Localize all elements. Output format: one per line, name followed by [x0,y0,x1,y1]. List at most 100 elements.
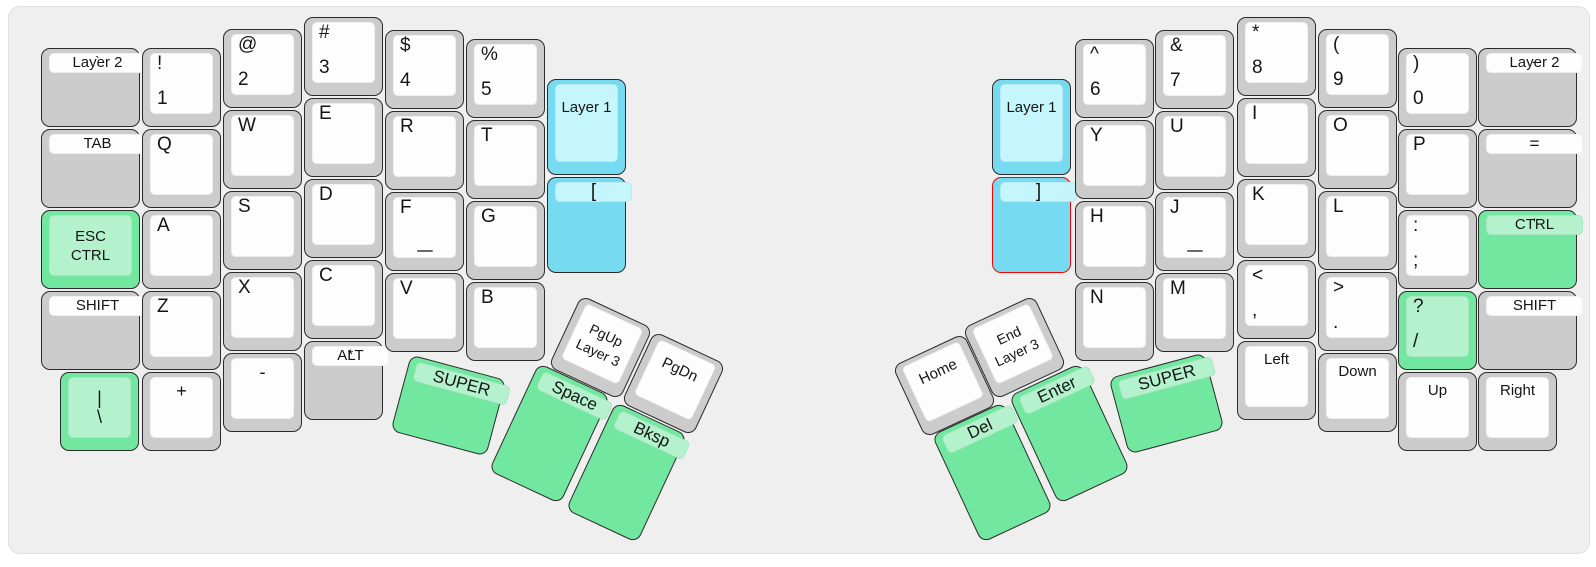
keycap-top: Up [1406,377,1469,438]
key-legend: @ [238,34,258,55]
keycap-top: W [231,115,294,176]
homing-bar [1186,249,1203,252]
key-rparen-0[interactable]: )0 [1398,48,1477,127]
key-legend: 4 [400,70,411,91]
key-super-right[interactable]: SUPER [1108,352,1225,455]
key-r[interactable]: R [385,111,464,190]
key-equals[interactable]: = [1478,129,1583,208]
key-x[interactable]: X [223,272,302,351]
key-h[interactable]: H [1075,201,1154,280]
key-n[interactable]: N [1075,282,1154,361]
keycap-top: (9 [1326,34,1389,95]
key-legend: 5 [481,79,492,100]
key-shift-right[interactable]: SHIFT [1478,291,1583,370]
key-o[interactable]: O [1318,110,1397,189]
key-hash-3[interactable]: #3 [304,17,383,96]
key-question-slash[interactable]: ?/ [1398,291,1477,370]
key-legend: 7 [1170,70,1181,91]
key-minus-left[interactable]: - [223,353,302,432]
key-legend: O [1333,115,1348,136]
key-lparen-9[interactable]: (9 [1318,29,1397,108]
key-d[interactable]: D [304,179,383,258]
key-legend: + [176,381,187,401]
key-q[interactable]: Q [142,129,221,208]
key-legend: Right [1499,382,1536,399]
key-b[interactable]: B [466,282,545,361]
keycap-top: ] [1000,182,1077,202]
key-u[interactable]: U [1155,111,1234,190]
key-layer1-left[interactable]: Layer 1 [547,79,626,175]
key-right-arrow[interactable]: Right [1478,372,1557,451]
key-super-left[interactable]: SUPER [390,354,512,457]
key-legend: TAB [83,135,112,152]
key-c[interactable]: C [304,260,383,339]
key-v[interactable]: V [385,273,464,352]
key-legend: ! [157,53,163,74]
key-pipe-backslash[interactable]: |\ [60,372,139,451]
key-j[interactable]: J [1155,192,1234,271]
key-legend: % [481,44,498,65]
keycap-top: Y [1083,125,1146,186]
key-percent-5[interactable]: %5 [466,39,545,118]
key-legend: Q [157,134,172,155]
key-i[interactable]: I [1237,98,1316,177]
keycap-top: S [231,196,294,257]
key-lt-comma[interactable]: <, [1237,260,1316,339]
key-k[interactable]: K [1237,179,1316,258]
key-m[interactable]: M [1155,273,1234,352]
key-star-alt[interactable]: *ALT [304,341,389,420]
key-e[interactable]: E [304,98,383,177]
key-layer1-right[interactable]: Layer 1 [992,79,1071,175]
keycap-top: -Layer 2 [1486,53,1583,73]
keycap-top: <, [1245,265,1308,326]
key-g[interactable]: G [466,201,545,280]
key-legend: U [1170,116,1184,137]
key-s[interactable]: S [223,191,302,270]
key-quote-ctrl[interactable]: 'CTRL [1478,210,1583,289]
key-legend: K [1252,184,1265,205]
key-open-bracket[interactable]: [ [547,177,632,273]
key-legend: ` [95,53,100,69]
keycap-top: >. [1326,277,1389,338]
key-z[interactable]: Z [142,291,221,370]
key-close-bracket[interactable]: ] [992,177,1077,273]
key-l[interactable]: L [1318,191,1397,270]
key-asterisk-8[interactable]: *8 [1237,17,1316,96]
key-exclam-1[interactable]: !1 [142,48,221,127]
key-up-arrow[interactable]: Up [1398,372,1477,451]
key-dollar-4[interactable]: $4 [385,30,464,109]
key-at-2[interactable]: @2 [223,29,302,108]
key-w[interactable]: W [223,110,302,189]
keycap-top: Layer 1 [1000,84,1063,162]
key-gt-period[interactable]: >. [1318,272,1397,351]
key-legend: SHIFT [75,297,120,314]
key-p[interactable]: P [1398,129,1477,208]
key-tab[interactable]: TAB [41,129,146,208]
key-legend: ' [1533,215,1536,231]
key-t[interactable]: T [466,120,545,199]
keycap-top: *ALT [312,346,389,366]
key-legend: | [97,387,102,408]
key-legend: 3 [319,57,330,78]
key-plus[interactable]: + [142,372,221,451]
key-amp-7[interactable]: &7 [1155,30,1234,109]
keycap-top: Home [901,340,985,423]
key-f[interactable]: F [385,192,464,271]
key-dash-layer2[interactable]: -Layer 2 [1478,48,1583,127]
key-down-arrow[interactable]: Down [1318,353,1397,432]
keycap-top: P [1406,134,1469,195]
key-grave-layer2[interactable]: `Layer 2 [41,48,146,127]
key-a[interactable]: A [142,210,221,289]
key-y[interactable]: Y [1075,120,1154,199]
key-caret-6[interactable]: ^6 [1075,39,1154,118]
key-colon-semicolon[interactable]: :; [1398,210,1477,289]
key-legend: Home [916,355,960,389]
key-legend: B [481,287,494,308]
key-legend: N [1090,287,1104,308]
keycap-top: Z [150,296,213,357]
key-shift-left[interactable]: SHIFT [41,291,146,370]
keycap-top: L [1326,196,1389,257]
key-left-arrow[interactable]: Left [1237,341,1316,420]
